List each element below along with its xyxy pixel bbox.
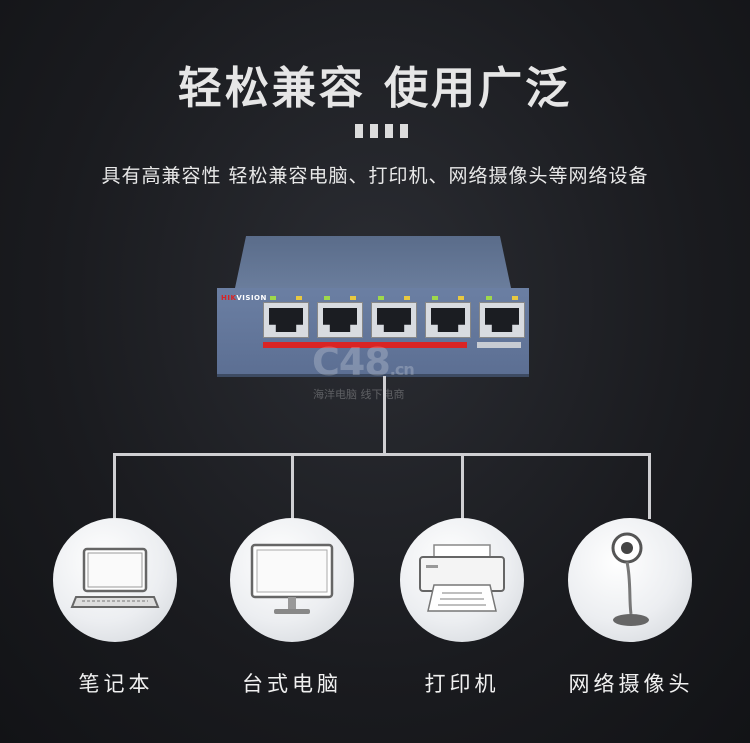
ethernet-port-icon: [263, 296, 309, 338]
uplink-port-bar: [477, 342, 521, 348]
page-subtitle: 具有高兼容性 轻松兼容电脑、打印机、网络摄像头等网络设备: [101, 165, 649, 187]
poe-port-bar: [263, 342, 467, 348]
device-printer: [400, 518, 524, 642]
watermark-text: 海洋电脑 线下电商: [313, 388, 405, 401]
ethernet-port-icon: [371, 296, 417, 338]
wire-drop: [461, 453, 464, 519]
webcam-icon: [611, 532, 649, 626]
wire-drop: [291, 453, 294, 519]
laptop-icon: [70, 547, 160, 608]
switch-front-panel: HIKVISION: [217, 288, 529, 377]
wire-trunk: [383, 376, 386, 456]
device-webcam: [568, 518, 692, 642]
wire-drop: [648, 453, 651, 519]
switch-top: [235, 236, 511, 288]
wire-drop: [113, 453, 116, 519]
ethernet-port-icon: [317, 296, 363, 338]
switch-brand-logo: HIKVISION: [221, 294, 267, 302]
monitor-icon: [250, 543, 334, 614]
device-label-laptop: 笔记本: [78, 672, 154, 696]
title-divider: [355, 124, 408, 138]
page-title: 轻松兼容 使用广泛: [177, 63, 573, 114]
ethernet-port-icon: [425, 296, 471, 338]
device-label-printer: 打印机: [424, 672, 500, 696]
wire-bus: [113, 453, 651, 456]
device-desktop: [230, 518, 354, 642]
device-laptop: [53, 518, 177, 642]
ethernet-port-icon: [479, 296, 525, 338]
network-switch-image: HIKVISION: [217, 236, 529, 377]
device-label-webcam: 网络摄像头: [568, 672, 694, 696]
switch-ports: [263, 296, 525, 338]
device-label-desktop: 台式电脑: [242, 672, 342, 696]
watermark-logo: C48.cn: [312, 340, 415, 384]
printer-icon: [419, 544, 505, 612]
